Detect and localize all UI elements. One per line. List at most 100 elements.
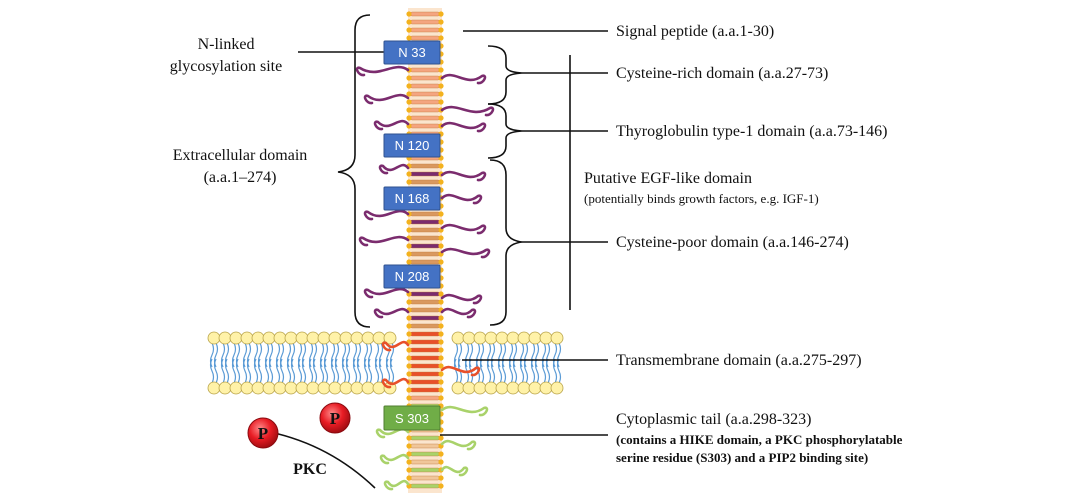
phosphate-label: P (330, 409, 340, 428)
chain-loop (440, 223, 487, 235)
residue-bead (438, 315, 444, 321)
helix-rung (409, 19, 441, 25)
lipid-tail (367, 358, 373, 384)
helix-rung (409, 235, 441, 241)
lipid-tail (275, 358, 281, 384)
lipid-tail (341, 358, 347, 384)
leader-lines (269, 14, 608, 489)
residue-bead (406, 443, 412, 449)
residue-bead (406, 99, 412, 105)
residue-bead (438, 163, 444, 169)
phosphate-label: P (258, 424, 268, 443)
chain-loop (440, 247, 491, 259)
residue-bead (438, 19, 444, 25)
lipid-head (317, 331, 331, 345)
helix-rung (409, 315, 441, 321)
lipid-head (484, 381, 498, 395)
pkc-arc (269, 431, 376, 489)
residue-bead (406, 363, 412, 369)
cysteine-poor-label: Cysteine-poor domain (a.a.146-274) (616, 234, 849, 251)
residue-bead (438, 35, 444, 41)
chain-loop (381, 340, 410, 352)
helix-rung (409, 371, 441, 377)
residue-bead (438, 259, 444, 265)
lipid-head (495, 381, 509, 395)
residue-bead (406, 435, 412, 441)
n-linked-label-1: N-linked (198, 36, 255, 53)
residue-bead (438, 83, 444, 89)
lipid-tail (508, 358, 514, 384)
helix-rung (409, 331, 441, 337)
lipid-head (262, 331, 276, 345)
helix-rung (409, 259, 441, 265)
lipid-tail (279, 358, 285, 384)
lipid-tail (330, 358, 336, 384)
cytoplasmic-note-2: serine residue (S303) and a PIP2 binding… (616, 450, 868, 465)
glyco-site-box (383, 133, 441, 158)
helix-rung (409, 347, 441, 353)
chain-loop (440, 365, 481, 377)
extracellular-label-1: Extracellular domain (173, 147, 308, 164)
residue-bead (406, 107, 412, 113)
residue-bead (438, 435, 444, 441)
glyco-site-label: N 168 (395, 191, 430, 206)
helix-rung (409, 27, 441, 33)
lipid-tail (374, 358, 380, 384)
cysteine-poor-brace (489, 159, 523, 326)
lipid-tail (235, 358, 241, 384)
residue-bead (406, 331, 412, 337)
lipid-tail (297, 358, 303, 384)
chain-loop (440, 465, 469, 477)
glyco-site-n33: N 33 (383, 40, 441, 65)
helix-rung (409, 67, 441, 73)
lipid-tail (385, 358, 391, 384)
signal-peptide-label: Signal peptide (a.a.1-30) (616, 23, 774, 40)
residue-bead (438, 347, 444, 353)
lipid-tail (479, 358, 485, 384)
residue-bead (406, 35, 412, 41)
egf-note: (potentially binds growth factors, e.g. … (584, 191, 819, 206)
residue-bead (406, 371, 412, 377)
egf-title: Putative EGF-like domain (584, 170, 752, 187)
lipid-head (317, 381, 331, 395)
lipid-head (350, 331, 364, 345)
residue-bead (406, 83, 412, 89)
lipid-head (284, 331, 298, 345)
helix-rung (409, 243, 441, 249)
lipid-head (517, 381, 531, 395)
lipid-tail (290, 358, 296, 384)
cytoplasmic-note-1: (contains a HIKE domain, a PKC phosphory… (616, 432, 903, 447)
residue-bead (438, 371, 444, 377)
lipid-head (528, 331, 542, 345)
helix-rung (409, 91, 441, 97)
helix-rung (409, 435, 441, 441)
lipid-tail (490, 358, 496, 384)
lipid-tail (242, 358, 248, 384)
lipid-head (251, 331, 265, 345)
lipid-head (328, 381, 342, 395)
chain-loop (440, 73, 487, 85)
glyco-site-n120: N 120 (383, 133, 441, 158)
lipid-head (451, 381, 465, 395)
residue-bead (406, 355, 412, 361)
residue-bead (438, 179, 444, 185)
chain-loop (355, 65, 410, 77)
chain-loop (379, 453, 410, 465)
lipid-tail (534, 358, 540, 384)
residue-bead (406, 395, 412, 401)
residue-bead (438, 243, 444, 249)
residue-bead (438, 339, 444, 345)
lipid-tail (352, 358, 358, 384)
lipid-head (506, 381, 520, 395)
glyco-site-n168: N 168 (383, 186, 441, 211)
residue-bead (438, 379, 444, 385)
phosphate-circle (319, 402, 351, 434)
lipid-tail (541, 358, 547, 384)
residue-bead (406, 451, 412, 457)
residue-bead (438, 219, 444, 225)
lipid-head (473, 381, 487, 395)
lipid-head (361, 331, 375, 345)
lipid-head (517, 331, 531, 345)
cytoplasmic-title: Cytoplasmic tail (a.a.298-323) (616, 411, 812, 428)
